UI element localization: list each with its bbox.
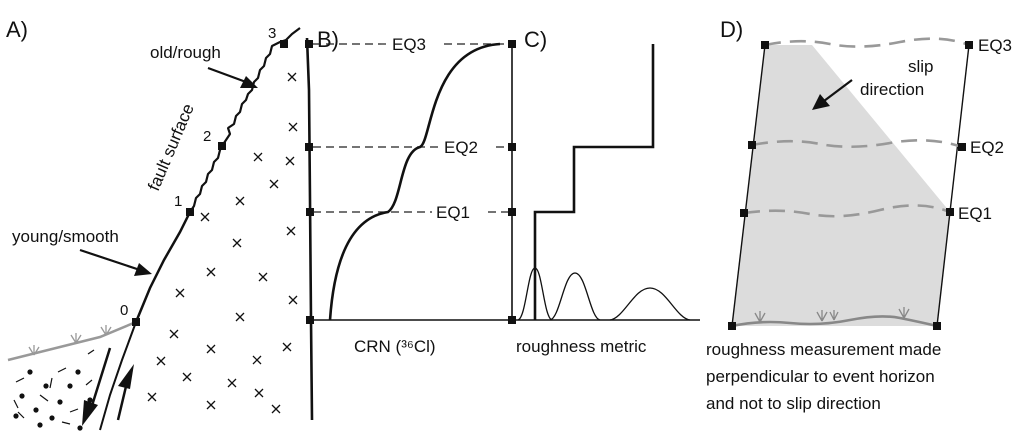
point-0-label: 0 <box>120 302 128 319</box>
corner-bottom-left-marker <box>728 322 736 330</box>
panel-b-axis-marker-0 <box>306 316 314 324</box>
grass-tufts <box>28 325 112 356</box>
point-2-label: 2 <box>203 128 211 145</box>
roughness-step-curve <box>533 44 655 320</box>
panel-d-eq2-label: EQ2 <box>970 138 1004 157</box>
ground-surface <box>7 320 137 362</box>
panel-c-axis-marker-0 <box>508 316 516 324</box>
fault-surface-label: fault surface <box>144 101 198 194</box>
panel-b-eq1-label: EQ1 <box>436 203 470 222</box>
panel-c-label: C) <box>524 27 547 52</box>
point-2-marker <box>218 142 226 150</box>
young-smooth-arrowhead <box>134 263 152 276</box>
hanging-wall-arrowhead <box>82 400 98 426</box>
caption-line-1: roughness measurement made <box>706 340 941 359</box>
roughness-distribution-1 <box>517 267 553 321</box>
corner-top-left-marker <box>761 41 769 49</box>
panel-b-eq3-label: EQ3 <box>392 35 426 54</box>
panel-d-label: D) <box>720 17 743 42</box>
panel-b-axis-marker-eq2 <box>305 143 313 151</box>
crn-concentration-curve <box>328 42 501 321</box>
slip-shaded-region <box>732 45 950 326</box>
slip-label: slip <box>908 57 934 76</box>
panel-b: B) EQ3 EQ2 EQ1 CRN (³⁶Cl) <box>305 27 512 421</box>
eq1-right-marker <box>946 208 954 216</box>
panel-c-axis-marker-eq2 <box>508 143 516 151</box>
point-3-marker <box>280 40 288 48</box>
panel-d-ground-surface <box>731 315 938 328</box>
point-1-label: 1 <box>174 193 182 210</box>
block-left-edge <box>731 44 766 327</box>
bedrock-crosses <box>147 72 298 414</box>
panel-a-label: A) <box>6 17 28 42</box>
panel-c-x-label: roughness metric <box>516 337 647 356</box>
corner-top-right-marker <box>965 41 973 49</box>
point-0-marker <box>132 318 140 326</box>
roughness-distribution-3 <box>609 287 691 321</box>
young-smooth-arrow <box>79 248 141 272</box>
horizon-eq3 <box>764 37 970 48</box>
young-smooth-label: young/smooth <box>12 227 119 246</box>
panel-a: A) <box>6 17 301 431</box>
old-rough-label: old/rough <box>150 43 221 62</box>
buried-fault-trace <box>99 321 137 431</box>
hanging-wall-arrow <box>88 347 112 413</box>
panel-b-x-label: CRN (³⁶Cl) <box>354 337 436 356</box>
eq2-right-marker <box>958 143 966 151</box>
fault-scarp-rough <box>189 27 301 213</box>
panel-d-eq3-label: EQ3 <box>978 36 1012 55</box>
panel-c: C) roughness metric <box>508 27 700 356</box>
point-3-label: 3 <box>268 25 276 42</box>
block-right-edge <box>936 44 970 327</box>
corner-bottom-right-marker <box>933 322 941 330</box>
panel-d-grass-tufts <box>754 307 910 323</box>
panel-b-eq2-label: EQ2 <box>444 138 478 157</box>
eq2-left-marker <box>748 141 756 149</box>
panel-b-axis-marker-eq1 <box>306 208 314 216</box>
roughness-distribution-2 <box>549 272 601 321</box>
panel-d: D) EQ3 EQ2 EQ1 slip direc <box>706 17 1012 413</box>
panel-b-y-axis <box>305 37 314 421</box>
caption-line-3: and not to slip direction <box>706 394 881 413</box>
direction-label: direction <box>860 80 924 99</box>
horizon-eq1 <box>743 204 951 218</box>
panel-b-axis-marker-eq3 <box>305 40 313 48</box>
fault-scarp-smooth <box>134 211 192 323</box>
old-rough-arrow <box>207 66 247 84</box>
point-1-marker <box>186 208 194 216</box>
slip-direction-arrow <box>823 79 853 102</box>
horizon-eq2 <box>751 139 963 149</box>
old-rough-arrowhead <box>240 76 258 88</box>
footwall-arrowhead <box>118 364 134 389</box>
panel-c-axis-marker-eq1 <box>508 208 516 216</box>
colluvium-texture <box>13 349 95 431</box>
panel-c-axis-marker-eq3 <box>508 40 516 48</box>
caption-line-2: perpendicular to event horizon <box>706 367 935 386</box>
panel-b-label: B) <box>317 27 339 52</box>
panel-d-eq1-label: EQ1 <box>958 204 992 223</box>
slip-direction-arrowhead <box>812 94 830 110</box>
eq1-left-marker <box>740 209 748 217</box>
